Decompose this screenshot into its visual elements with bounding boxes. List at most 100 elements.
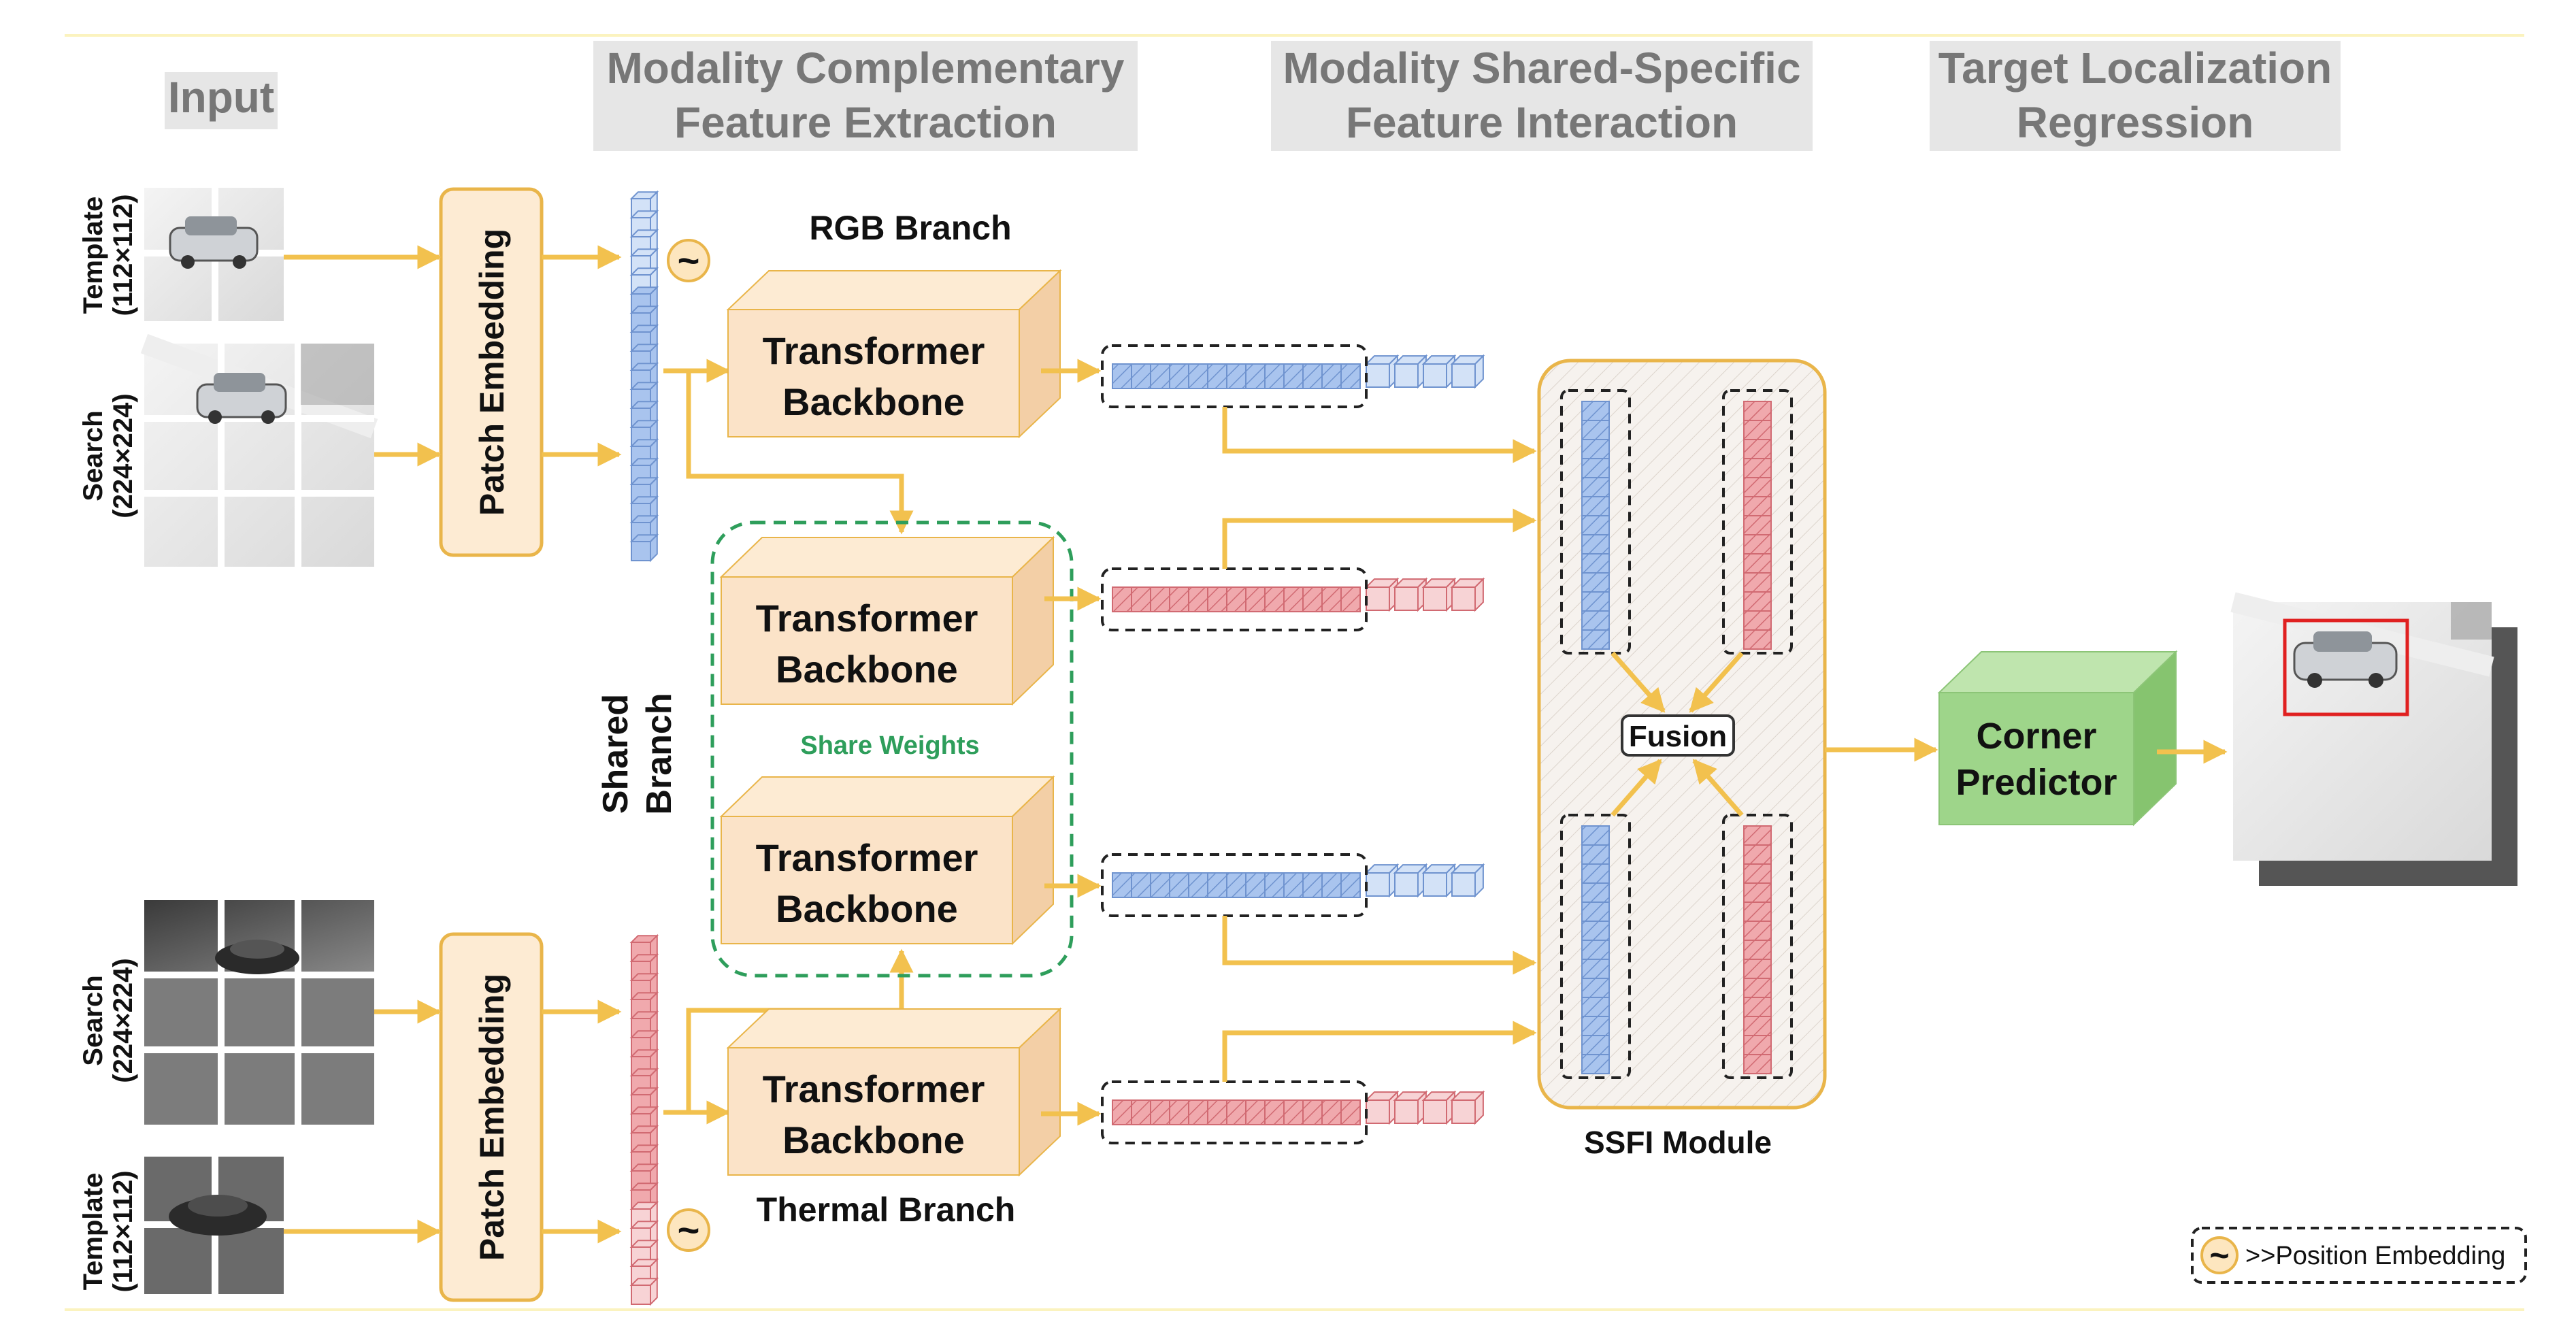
token-cube <box>1743 978 1772 998</box>
token-cube <box>1283 872 1304 898</box>
token-cube <box>1188 872 1208 898</box>
tilde-icon: ~ <box>678 1208 700 1251</box>
corner-predictor-line1: Corner <box>1976 716 2096 757</box>
token-cube <box>1581 591 1610 612</box>
token-cube <box>1581 901 1610 922</box>
header-stage1: Modality Complementary Feature Extractio… <box>593 41 1138 151</box>
token-cube <box>1321 872 1342 898</box>
token-cube <box>1150 363 1170 389</box>
token-selection-1 <box>1101 344 1368 408</box>
token-cube <box>1581 882 1610 903</box>
token-cube <box>1207 586 1227 612</box>
shared-top-backbone-line1: Transformer <box>756 597 978 640</box>
token-cube <box>1743 863 1772 884</box>
ssfi-stack-selection-2 <box>1722 389 1793 655</box>
token-cube <box>1394 872 1419 897</box>
ssfi-module-label: SSFI Module <box>1584 1125 1772 1160</box>
token-cube <box>1226 586 1246 612</box>
token-cube <box>1366 1099 1390 1124</box>
shared-branch-label-line2: Branch <box>640 693 679 814</box>
token-cube <box>1169 1099 1189 1125</box>
header-stage2: Modality Shared-Specific Feature Interac… <box>1271 41 1813 151</box>
thermal-branch-label: Thermal Branch <box>757 1191 1016 1229</box>
token-cube <box>1366 586 1390 611</box>
token-cube <box>1743 629 1772 650</box>
ssfi-module: Fusion <box>1537 359 1827 1110</box>
token-cube <box>1131 586 1151 612</box>
token-cube <box>1581 534 1610 555</box>
token-cube <box>1207 363 1227 389</box>
token-cube <box>1743 534 1772 555</box>
position-embedding-symbol-thermal: ~ <box>667 1208 710 1252</box>
label-thermal-search-line2: (224×224) <box>108 958 138 1082</box>
arrow-ssfi-in-4 <box>1222 1021 1537 1082</box>
token-cube <box>1112 872 1132 898</box>
token-cube <box>1743 882 1772 903</box>
token-cube <box>1245 363 1266 389</box>
token-cube <box>1581 844 1610 865</box>
rgb-shared-token-row <box>1112 863 1485 898</box>
token-cube <box>1581 1035 1610 1055</box>
arrow-ssfi-in-1 <box>1222 407 1537 463</box>
token-cube <box>631 541 651 561</box>
token-cube <box>1264 872 1285 898</box>
car-icon <box>2293 631 2398 688</box>
thermal-specific-token-row <box>1112 1090 1485 1125</box>
tilde-icon: ~ <box>2209 1236 2229 1274</box>
ssfi-token-stacks <box>1581 401 1772 1074</box>
token-cube <box>1451 1099 1476 1124</box>
token-cube <box>1340 586 1361 612</box>
header-input: Input <box>165 72 278 129</box>
token-cube <box>1581 420 1610 440</box>
corner-predictor: Corner Predictor <box>1937 650 2178 827</box>
thermal-template-image <box>144 1157 284 1294</box>
token-cube <box>1451 586 1476 611</box>
ssfi-stack-selection-1 <box>1560 389 1631 655</box>
token-cube <box>1112 1099 1132 1125</box>
token-cube <box>631 1285 651 1305</box>
shared-transformer-backbone-top: Transformer Backbone <box>719 535 1055 706</box>
token-cube <box>1188 586 1208 612</box>
label-rgb-search-line1: Search <box>78 410 108 501</box>
fusion-label: Fusion <box>1629 720 1727 753</box>
token-cube <box>1169 363 1189 389</box>
token-cube <box>1581 959 1610 979</box>
token-cube <box>1245 586 1266 612</box>
token-cube <box>1581 401 1610 421</box>
tilde-icon: ~ <box>678 239 700 282</box>
token-cube <box>1302 586 1323 612</box>
token-cube <box>1245 1099 1266 1125</box>
arrow-fusion-1 <box>1611 651 1666 713</box>
predicted-bounding-box <box>2283 618 2409 716</box>
thermal-backbone-line2: Backbone <box>782 1119 965 1161</box>
token-cube <box>1394 1099 1419 1124</box>
token-selection-2 <box>1101 567 1368 631</box>
arrow-fusion-4 <box>1692 759 1744 817</box>
token-cube <box>1743 1016 1772 1036</box>
token-cube <box>1451 872 1476 897</box>
token-cube <box>1150 1099 1170 1125</box>
token-cube <box>1581 477 1610 497</box>
token-cube <box>1451 363 1476 388</box>
arrow-fusion-3 <box>1611 759 1662 817</box>
token-cube <box>1743 610 1772 631</box>
token-cube <box>1743 1035 1772 1055</box>
token-cube <box>1302 363 1323 389</box>
token-cube <box>1423 1099 1447 1124</box>
fusion-box <box>1621 714 1735 757</box>
token-cube <box>1581 439 1610 459</box>
header-stage2-line1: Modality Shared-Specific <box>1283 44 1800 93</box>
token-cube <box>1321 1099 1342 1125</box>
token-cube <box>1131 872 1151 898</box>
rgb-token-column <box>629 190 659 563</box>
token-cube <box>1743 572 1772 593</box>
share-weights-label: Share Weights <box>800 731 979 760</box>
token-cube <box>1112 586 1132 612</box>
token-cube <box>1321 586 1342 612</box>
arrow-ssfi-in-3 <box>1222 916 1537 975</box>
token-cube <box>1581 629 1610 650</box>
token-cube <box>1743 401 1772 421</box>
legend: ~ >>Position Embedding <box>2191 1227 2527 1284</box>
token-cube <box>1340 363 1361 389</box>
